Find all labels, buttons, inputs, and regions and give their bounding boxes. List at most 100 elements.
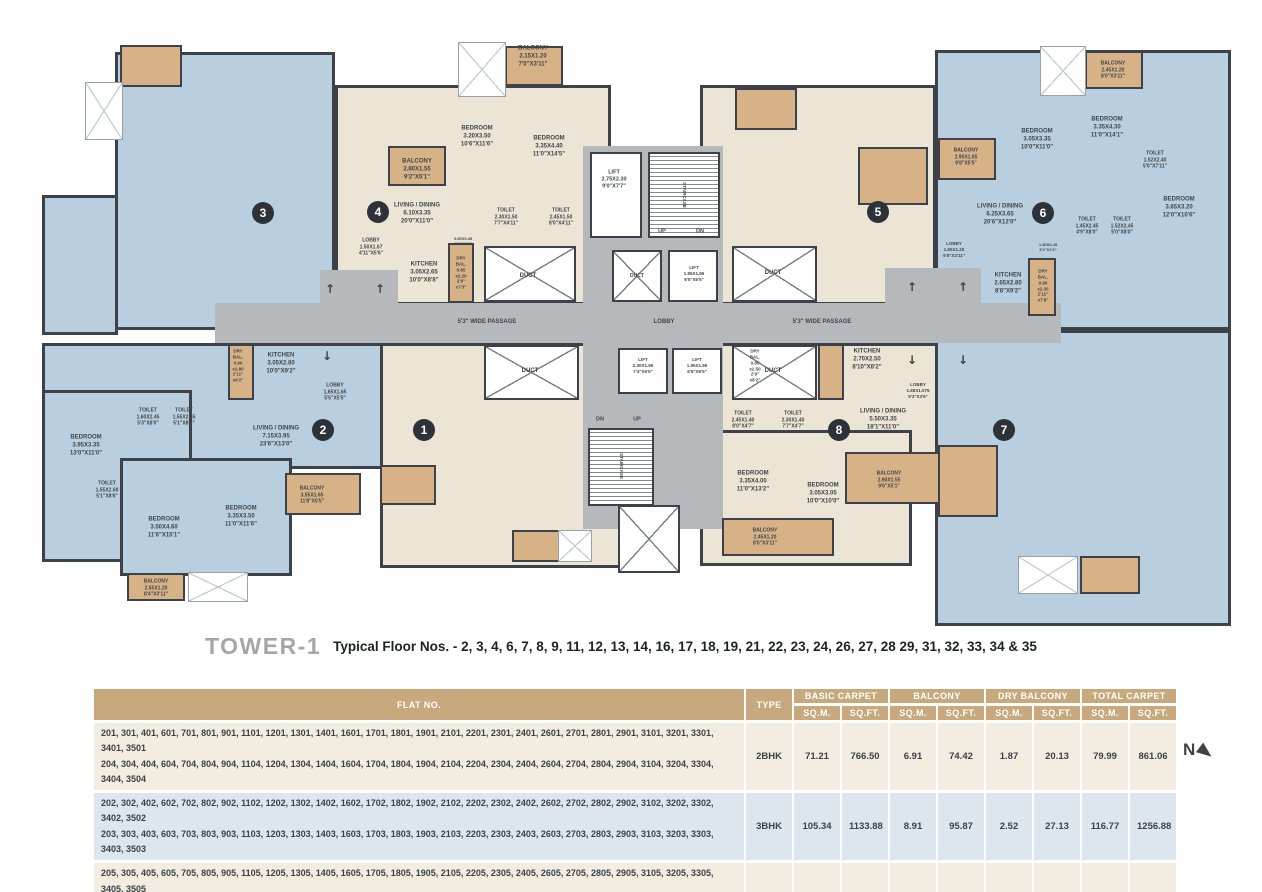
room-label: 5'3" WIDE PASSAGE bbox=[457, 319, 517, 326]
table-row: 202, 302, 402, 602, 702, 802, 902, 1102,… bbox=[94, 793, 1176, 861]
header-sub: SQ.M. bbox=[1082, 706, 1128, 720]
header-group: BALCONY bbox=[890, 689, 984, 703]
header-flat-no: FLAT NO. bbox=[94, 689, 744, 720]
dry-balcony bbox=[818, 344, 844, 400]
room-label: BALCONY 2.90X1.55 9'6"X5'1" bbox=[876, 470, 902, 490]
open-terrace bbox=[558, 530, 592, 562]
north-arrow-icon bbox=[1196, 742, 1216, 762]
area-value-cell: 72.15 bbox=[1082, 863, 1128, 892]
area-value-cell: 105.34 bbox=[794, 793, 840, 861]
entry-arrow-icon: ↑ bbox=[906, 280, 918, 294]
area-value-cell: 95.87 bbox=[938, 793, 984, 861]
room-label: KITCHEN 3.05X2.80 10'0"X9'2" bbox=[266, 352, 296, 374]
room-label: BEDROOM 3.35X3.50 11'0"X11'6" bbox=[225, 505, 257, 527]
area-value-cell: 7.44 bbox=[890, 863, 936, 892]
area-value-cell: 8.91 bbox=[890, 793, 936, 861]
unit-3-wing bbox=[42, 195, 118, 335]
balcony bbox=[388, 146, 446, 186]
room-label: LOBBY 1.50X1.67 4'11"X5'6" bbox=[358, 237, 384, 257]
area-value-cell: 80.03 bbox=[938, 863, 984, 892]
unit-number-badge: 2 bbox=[312, 419, 334, 441]
area-value-cell: 861.06 bbox=[1130, 723, 1176, 791]
duct bbox=[484, 345, 579, 400]
room-label: TOILET 2.30X1.50 7'7"X4'11" bbox=[493, 207, 519, 227]
room-label: BALCONY 2.45X1.20 8'0"X3'11" bbox=[1100, 60, 1126, 80]
room-label: TOILET 2.30X1.40 7'7"X4'7" bbox=[781, 410, 805, 430]
unit-3-area bbox=[115, 52, 335, 330]
room-label: BEDROOM 3.20X3.50 10'6"X11'6" bbox=[460, 125, 494, 147]
flat-numbers-cell: 201, 301, 401, 601, 701, 801, 901, 1101,… bbox=[94, 723, 744, 791]
room-label: TOILET 1.55X2.60 5'1"X8'6" bbox=[95, 480, 119, 500]
unit-number-badge: 8 bbox=[828, 419, 850, 441]
room-label: UP bbox=[633, 416, 641, 423]
unit-number-badge: 6 bbox=[1032, 202, 1054, 224]
area-value-cell: 22.87 bbox=[1034, 863, 1080, 892]
balcony bbox=[1085, 51, 1143, 89]
header-sub: SQ.FT. bbox=[938, 706, 984, 720]
balcony bbox=[127, 573, 185, 601]
open-terrace bbox=[188, 572, 248, 602]
room-label: DRY BAL. 0.90 x2.35 2'11" x7'9" bbox=[1037, 268, 1049, 303]
unit-number-badge: 1 bbox=[413, 419, 435, 441]
plan-title: TOWER-1 Typical Floor Nos. - 2, 3, 4, 6,… bbox=[205, 633, 1037, 660]
balcony bbox=[285, 473, 361, 515]
room-label: 0.65X0.45 2'1"X1'6" bbox=[453, 235, 473, 246]
room-label: LOBBY 1.65X1.65 5'5"X5'5" bbox=[323, 382, 347, 402]
area-value-cell: 2.13 bbox=[986, 863, 1032, 892]
duct bbox=[612, 250, 662, 302]
north-compass: N bbox=[1183, 740, 1216, 762]
room-label: BALCONY 2.95X1.65 9'8"X5'5" bbox=[953, 147, 979, 167]
room-label: DUCT bbox=[519, 273, 537, 280]
header-group: BASIC CARPET bbox=[794, 689, 888, 703]
room-label: KITCHEN 3.05X2.65 10'0"X8'8" bbox=[409, 261, 439, 283]
open-terrace bbox=[1040, 46, 1086, 96]
room-label: TOILET 1.60X2.45 5'3"X8'0" bbox=[136, 407, 160, 427]
floor-plan: BALCONY 2.80X1.55 9'2"X5'1"BEDROOM 3.20X… bbox=[42, 42, 1231, 626]
room-label: BEDROOM 3.35X4.30 11'0"X14'1" bbox=[1090, 116, 1124, 138]
balcony bbox=[1080, 556, 1140, 594]
room-label: TOILET 1.52X2.40 5'0"X7'11" bbox=[1142, 150, 1168, 170]
entry-left bbox=[320, 270, 398, 306]
room-label: BEDROOM 3.35X4.40 11'0"X14'5" bbox=[532, 135, 566, 157]
room-label: DN bbox=[696, 228, 704, 235]
room-label: BEDROOM 3.05X3.05 10'0"X10'0" bbox=[806, 482, 840, 504]
header-sub: SQ.M. bbox=[986, 706, 1032, 720]
open-terrace bbox=[1018, 556, 1078, 594]
corridor bbox=[215, 303, 1061, 343]
table-body: 201, 301, 401, 601, 701, 801, 901, 1101,… bbox=[94, 723, 1176, 892]
header-sub: SQ.M. bbox=[890, 706, 936, 720]
area-value-cell: 1256.88 bbox=[1130, 793, 1176, 861]
header-sub: SQ.FT. bbox=[1034, 706, 1080, 720]
lift bbox=[672, 348, 722, 394]
staircase bbox=[648, 152, 720, 238]
room-label: LOBBY 1.65X1.20 5'5"X3'11" bbox=[943, 241, 965, 258]
typical-floors-text: Typical Floor Nos. - 2, 3, 4, 6, 7, 8, 9… bbox=[333, 639, 1037, 654]
area-value-cell: 62.59 bbox=[794, 863, 840, 892]
room-label: LIFT 2.75X2.30 9'0"X7'7" bbox=[601, 169, 627, 190]
balcony bbox=[735, 88, 797, 130]
balcony bbox=[120, 45, 182, 87]
area-value-cell: 6.91 bbox=[890, 723, 936, 791]
duct bbox=[618, 505, 680, 573]
room-label: BEDROOM 3.95X3.35 13'0"X11'0" bbox=[69, 434, 103, 456]
area-value-cell: 776.62 bbox=[1130, 863, 1176, 892]
unit-2-lower bbox=[120, 458, 292, 576]
room-label: LIVING / DINING 7.15X3.95 23'6"X13'0" bbox=[252, 425, 300, 447]
room-label: TOILET 1.52X2.45 5'0"X8'0" bbox=[1110, 216, 1134, 236]
room-label: DN bbox=[596, 416, 604, 423]
room-label: LOBBY bbox=[653, 319, 675, 326]
lift bbox=[668, 250, 718, 302]
room-label: LIVING / DINING 6.10X3.35 20'0"X11'0" bbox=[393, 202, 441, 224]
room-label: UP bbox=[658, 228, 666, 235]
area-value-cell: 1.87 bbox=[986, 723, 1032, 791]
room-label: TOILET 2.45X1.40 8'0"X4'7" bbox=[731, 410, 755, 430]
balcony bbox=[380, 465, 436, 505]
header-group: DRY BALCONY bbox=[986, 689, 1080, 703]
room-label: DRY BAL. 0.85 x2.50 2'9" x8'2" bbox=[749, 348, 761, 383]
balcony bbox=[858, 147, 928, 205]
duct bbox=[484, 246, 576, 302]
staircase bbox=[588, 428, 654, 506]
area-value-cell: 20.13 bbox=[1034, 723, 1080, 791]
flat-numbers-cell: 205, 305, 405, 605, 705, 805, 905, 1105,… bbox=[94, 863, 744, 892]
